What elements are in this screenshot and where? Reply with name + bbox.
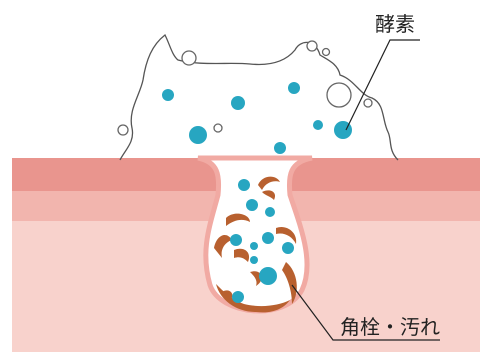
bubble [326,82,352,108]
enzyme-dot [250,256,258,264]
dirt-piece [276,226,297,244]
enzyme-label: 酵素 [375,12,415,36]
foam-outline [119,34,399,161]
enzyme-dot [274,142,286,154]
dirt-piece [258,176,280,190]
enzyme-dot [259,267,277,285]
dirt-piece [226,213,250,226]
enzyme-dot [232,291,244,303]
enzyme-dots-pore [230,179,294,303]
enzyme-dot [238,179,250,191]
enzyme-leader-line [345,39,420,131]
dirt-piece [222,290,233,298]
enzyme-dot [313,120,323,130]
pore-dirt-label: 角栓・汚れ [340,315,440,339]
dirt-piece [262,190,276,200]
enzyme-dot [288,82,300,94]
dirt-piece [250,271,262,286]
dirt-piece [282,262,297,304]
bubble [363,98,373,108]
enzyme-dot [230,234,242,246]
enzyme-dot [189,126,207,144]
dirt-piece [216,284,290,313]
bubble [117,124,129,136]
bubble [181,50,197,66]
enzyme-dot [250,242,258,250]
enzyme-dot [334,121,352,139]
dirt-piece [234,248,250,262]
enzyme-dot [265,207,275,217]
enzyme-dot [282,242,294,254]
dirt-piece [214,234,232,258]
enzyme-dot [246,199,258,211]
bubble [213,123,223,133]
pore-leader-line [291,284,440,341]
enzyme-dot [262,232,274,244]
bubble [306,40,318,52]
dirt-pieces [214,176,297,313]
enzyme-dots-foam [162,82,352,154]
enzyme-dot [162,89,174,101]
bubble [321,47,331,57]
enzyme-dot [231,96,245,110]
